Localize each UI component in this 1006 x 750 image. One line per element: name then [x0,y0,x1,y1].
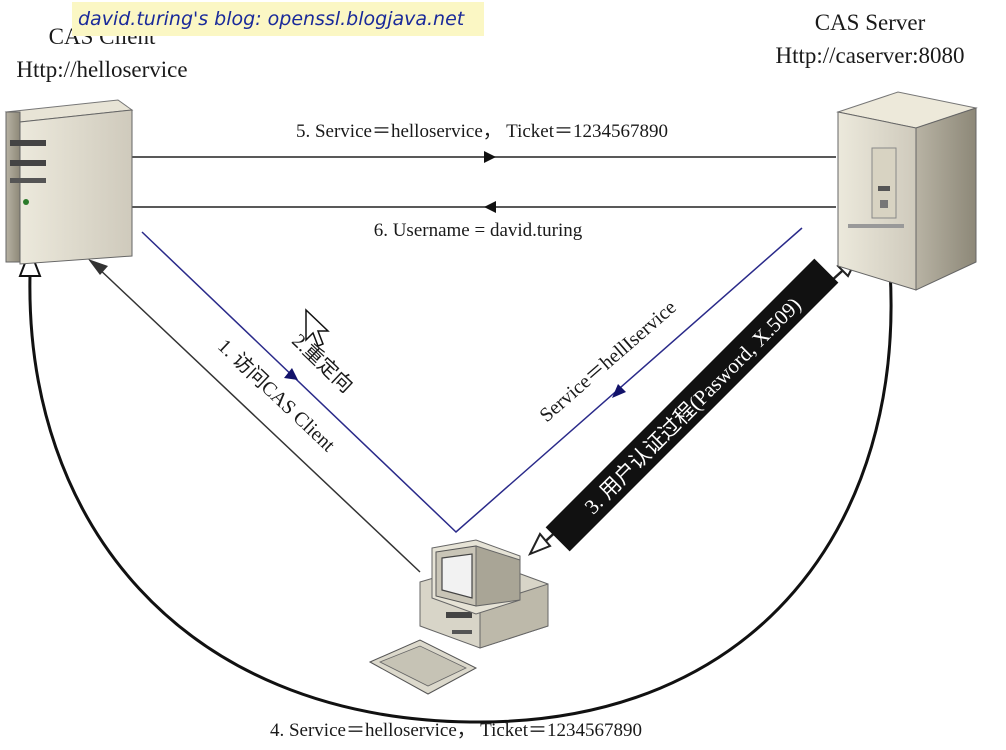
step4-label: 4. Service＝helloservice， Ticket＝12345678… [270,720,642,741]
step6-label: 6. Username = david.turing [374,220,583,241]
step2-label: 2.重定向 [287,329,357,397]
blog-watermark: david.turing's blog: openssl.blogjava.ne… [72,2,484,36]
mouse-pointer-icon [305,308,330,347]
step3-arrowhead-bottom-icon [527,532,552,556]
step1-line [95,265,421,573]
step5-arrowhead-icon [484,151,496,163]
step6-arrowhead-icon [484,201,496,213]
user-desktop-computer-icon [368,539,549,695]
step2-service-arrowhead-icon [612,384,626,398]
cas-server-server-icon [836,91,978,291]
step3-label-bg [545,258,839,552]
cas-server-url: Http://caserver:8080 [775,43,964,68]
step5-label: 5. Service＝helloservice， Ticket＝12345678… [296,121,668,142]
step2-redirect-line [141,227,803,534]
step2-service-label: Service＝hellIservice [535,296,680,426]
cas-client-url: Http://helloservice [16,57,187,82]
step3-label: 3. 用户认证过程(Pasword, X.509) [580,293,806,519]
cas-server-title: CAS Server [815,10,926,35]
step1-arrowhead-icon [88,259,108,275]
step4-curve [28,269,893,724]
step2-arrowhead-icon [284,368,298,380]
cas-client-server-icon [4,99,134,265]
